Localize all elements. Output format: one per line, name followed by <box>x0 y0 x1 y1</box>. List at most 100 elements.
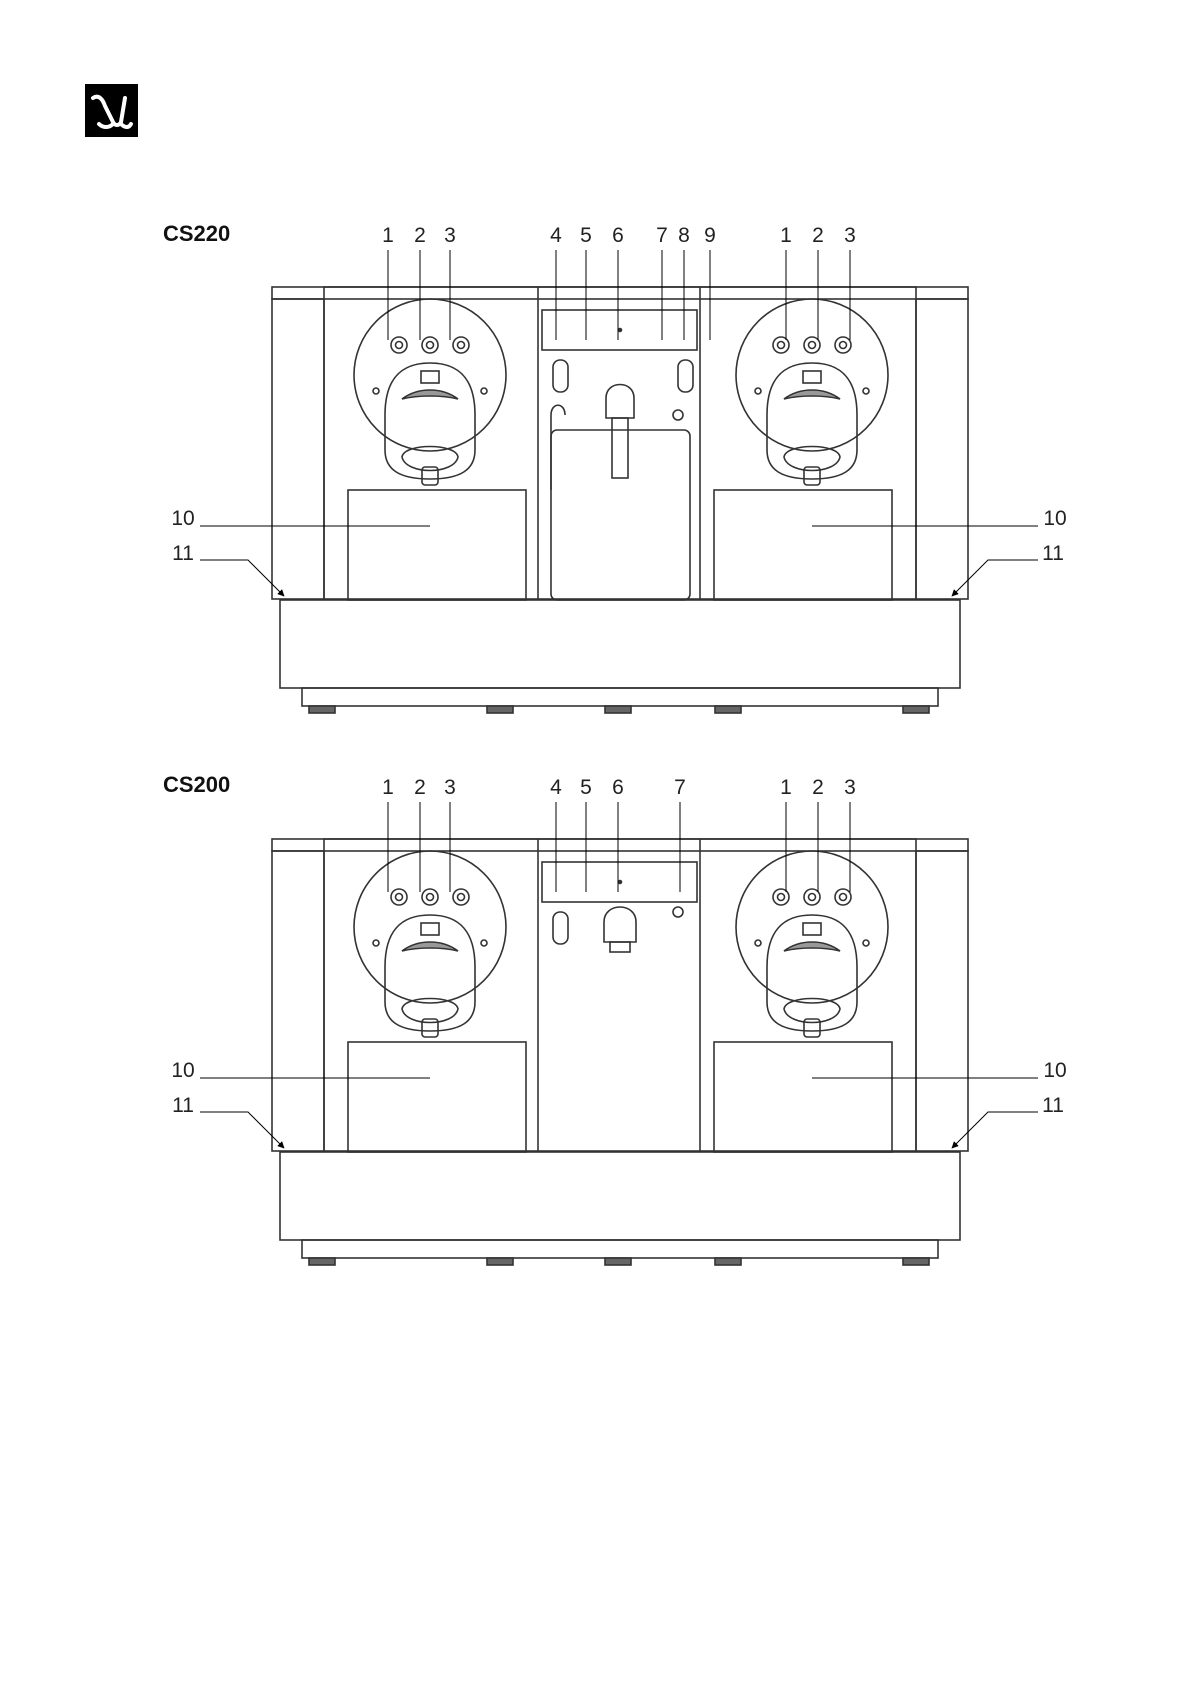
brew-button-center-1 <box>396 894 403 901</box>
lever-handle <box>402 942 458 951</box>
base-front <box>280 1152 960 1240</box>
screw-left <box>373 388 379 394</box>
group-head-left <box>354 299 506 485</box>
base-front <box>280 600 960 688</box>
hot-water-switch <box>553 912 568 944</box>
callout-5: 5 <box>580 224 592 247</box>
callout-2: 2 <box>414 224 426 247</box>
foot-5 <box>903 1258 929 1265</box>
callout-3: 3 <box>444 776 456 799</box>
callout-3: 3 <box>444 224 456 247</box>
steam-wand <box>551 405 565 490</box>
hot-water-nozzle <box>604 907 636 942</box>
brew-button-3 <box>453 889 469 905</box>
side-panel-left <box>272 299 324 599</box>
brew-button-1 <box>773 889 789 905</box>
callout-2: 2 <box>812 224 824 247</box>
brew-button-2 <box>422 889 438 905</box>
group-head-right <box>736 299 888 485</box>
screw-right <box>863 940 869 946</box>
group-logo-badge <box>803 371 821 383</box>
callout-7: 7 <box>674 776 686 799</box>
callout-9: 9 <box>704 224 716 247</box>
foot-2 <box>487 1258 513 1265</box>
group-logo-badge <box>421 923 439 935</box>
base-plinth <box>302 1240 938 1258</box>
callout-3: 3 <box>844 224 856 247</box>
callout-2: 2 <box>414 776 426 799</box>
base-plinth <box>302 688 938 706</box>
brew-button-center-3 <box>840 894 847 901</box>
steam-switch <box>678 360 693 392</box>
display-dot <box>619 881 622 884</box>
callout-1: 1 <box>780 224 792 247</box>
callout-4: 4 <box>550 224 562 247</box>
brew-button-center-2 <box>427 894 434 901</box>
group-head-disc <box>354 851 506 1003</box>
front-panel <box>324 839 916 1151</box>
brew-button-center-3 <box>458 342 465 349</box>
callout-right-foot: 11 <box>1042 542 1064 565</box>
top-edge <box>272 287 968 299</box>
drip-tray-left <box>348 1042 526 1152</box>
screw-right <box>481 940 487 946</box>
callout-1: 1 <box>382 776 394 799</box>
cup-stand <box>551 430 690 600</box>
callout-5: 5 <box>580 776 592 799</box>
machine-body <box>272 839 968 1265</box>
callout-left-foot: 11 <box>172 542 194 565</box>
callout-7: 7 <box>656 224 668 247</box>
callout-1: 1 <box>780 776 792 799</box>
hot-water-pipe <box>612 418 628 478</box>
brew-button-center-2 <box>809 342 816 349</box>
group-head-disc <box>736 299 888 451</box>
group-logo-badge <box>421 371 439 383</box>
callout-6: 6 <box>612 776 624 799</box>
machine-body <box>272 287 968 713</box>
callout-left-foot: 11 <box>172 1094 194 1117</box>
leader-right-foot <box>952 1112 1038 1148</box>
group-head-disc <box>354 299 506 451</box>
brew-button-3 <box>835 337 851 353</box>
callout-2: 2 <box>812 776 824 799</box>
foot-4 <box>715 1258 741 1265</box>
brew-button-1 <box>773 337 789 353</box>
lever-body <box>385 915 475 1031</box>
brew-button-center-3 <box>840 342 847 349</box>
brew-button-3 <box>835 889 851 905</box>
brew-button-center-3 <box>458 894 465 901</box>
leader-right-foot <box>952 560 1038 596</box>
lever-handle <box>402 390 458 399</box>
side-panel-right <box>916 299 968 599</box>
callout-right-spout: 10 <box>1043 507 1066 530</box>
brew-button-center-1 <box>778 342 785 349</box>
lever-body <box>767 915 857 1031</box>
callout-4: 4 <box>550 776 562 799</box>
screw-left <box>755 388 761 394</box>
drip-tray-left <box>348 490 526 600</box>
display-dot <box>619 329 622 332</box>
screw-left <box>373 940 379 946</box>
callout-3: 3 <box>844 776 856 799</box>
top-edge <box>272 839 968 851</box>
group-head-right <box>736 851 888 1037</box>
lever-handle <box>784 942 840 951</box>
drip-tray-right <box>714 1042 892 1152</box>
foot-1 <box>309 1258 335 1265</box>
foot-3 <box>605 706 631 713</box>
callout-right-foot: 11 <box>1042 1094 1064 1117</box>
foot-2 <box>487 706 513 713</box>
callout-left-spout: 10 <box>171 1059 194 1082</box>
hot-water-nozzle <box>606 385 634 419</box>
screw-left <box>755 940 761 946</box>
lever-body <box>385 363 475 479</box>
callout-1: 1 <box>382 224 394 247</box>
drip-tray-right <box>714 490 892 600</box>
group-head-left <box>354 851 506 1037</box>
brew-button-3 <box>453 337 469 353</box>
hot-water-nozzle-tip <box>610 942 630 952</box>
